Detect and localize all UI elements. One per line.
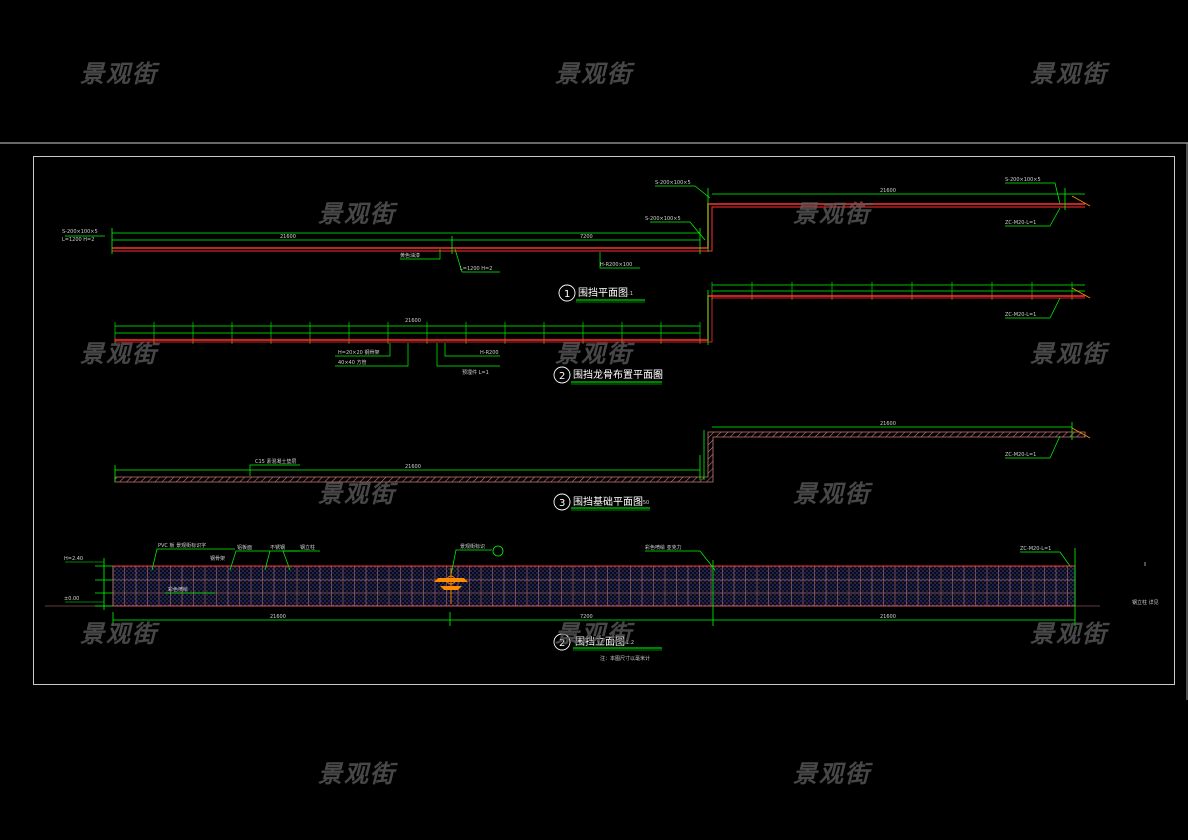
- svg-text:彩色喷绘: 彩色喷绘: [168, 586, 188, 593]
- svg-text:注：本图尺寸以毫米计: 注：本图尺寸以毫米计: [600, 655, 650, 662]
- svg-text:H-R200: H-R200: [480, 350, 499, 356]
- view-3-title: 3 围挡基础平面图 1:50: [553, 493, 650, 511]
- svg-text:ZC-M20-L=1: ZC-M20-L=1: [1005, 220, 1036, 226]
- svg-text:不锈钢: 不锈钢: [270, 544, 285, 551]
- svg-text:H=20×20 钢骨架: H=20×20 钢骨架: [338, 349, 379, 356]
- watermark: 景观街: [555, 340, 633, 368]
- svg-text:PVC 板 景观街标识字: PVC 板 景观街标识字: [158, 542, 206, 549]
- view-3-number-circle: [553, 493, 571, 511]
- svg-text:黄色油漆: 黄色油漆: [400, 252, 420, 259]
- svg-text:ZC-M20-L=1: ZC-M20-L=1: [1020, 546, 1051, 552]
- view-3-foundation-plan: C15 素混凝土垫层 21600 21600 ZC-M20-L=1: [114, 421, 1091, 483]
- svg-text:H-R200×100: H-R200×100: [600, 262, 632, 268]
- view-2-dimension-ticks: [114, 282, 1073, 344]
- svg-text:21600: 21600: [405, 464, 421, 470]
- svg-text:C15 素混凝土垫层: C15 素混凝土垫层: [255, 458, 296, 465]
- svg-text:L=1200 H=2: L=1200 H=2: [460, 266, 492, 272]
- svg-text:40×40 方管: 40×40 方管: [338, 359, 367, 366]
- view-2-title: 2 围挡龙骨布置平面图 1:10: [553, 366, 663, 385]
- watermark: 景观街: [1030, 340, 1108, 368]
- svg-text:21600: 21600: [270, 614, 286, 620]
- svg-text:7200: 7200: [580, 614, 593, 620]
- drawing-frame: [33, 156, 1175, 685]
- watermark: 景观街: [318, 480, 396, 508]
- view-4-scale: 1:2: [626, 640, 634, 646]
- center-symbol: [434, 568, 468, 604]
- view-1-title-text: 围挡平面图: [578, 286, 628, 299]
- svg-text:ZC-M20-L=1: ZC-M20-L=1: [1005, 312, 1036, 318]
- watermark: 景观街: [80, 620, 158, 648]
- view-4-elevation: PVC 板 景观街标识字 铝板面 不锈钢 钢立柱 钢骨架 景观街标识 彩色喷绘 …: [45, 542, 1159, 662]
- svg-text:钢骨架: 钢骨架: [210, 555, 225, 562]
- svg-text:±0.00: ±0.00: [64, 596, 79, 602]
- view-4-title-text: 围挡立面图: [575, 635, 625, 648]
- view-2-scale: 1:10: [650, 373, 661, 379]
- view-4-number-circle: [553, 633, 571, 651]
- svg-text:景观街标识: 景观街标识: [460, 543, 485, 550]
- svg-text:21600: 21600: [880, 614, 896, 620]
- view-3-title-text: 围挡基础平面图: [573, 495, 643, 508]
- view-1-number-circle: [558, 284, 576, 302]
- watermark: 景观街: [793, 200, 871, 228]
- watermark: 景观街: [793, 760, 871, 788]
- view-1-title: 1 围挡平面图 1:1: [558, 284, 645, 303]
- svg-text:21600: 21600: [405, 318, 421, 324]
- watermark: 景观街: [80, 340, 158, 368]
- view-4-title: 2 围挡立面图 1:2: [553, 633, 662, 651]
- watermark: 景观街: [793, 480, 871, 508]
- svg-text:L=1200 H=2: L=1200 H=2: [62, 237, 94, 243]
- svg-text:预埋件 L=1: 预埋件 L=1: [462, 369, 489, 376]
- view-2-frame-plan: H=20×20 钢骨架 40×40 方管 H-R200 预埋件 L=1 ZC-M…: [115, 284, 1091, 376]
- view-1-scale: 1:1: [625, 291, 633, 297]
- svg-text:ZC-M20-L=1: ZC-M20-L=1: [1005, 452, 1036, 458]
- svg-text:7200: 7200: [580, 234, 593, 240]
- svg-text:21600: 21600: [880, 188, 896, 194]
- watermark: 景观街: [1030, 620, 1108, 648]
- svg-text:S-200×100×5: S-200×100×5: [645, 216, 681, 222]
- svg-text:铝板面: 铝板面: [237, 544, 252, 551]
- watermark: 景观街: [318, 760, 396, 788]
- watermark: 景观街: [555, 60, 633, 88]
- watermark: 景观街: [80, 60, 158, 88]
- svg-text:H=2.40: H=2.40: [64, 556, 83, 562]
- svg-text:钢立柱 详见: 钢立柱 详见: [1132, 599, 1159, 606]
- view-1-number: 1: [564, 289, 570, 300]
- svg-text:21600: 21600: [880, 421, 896, 427]
- svg-text:21600: 21600: [280, 234, 296, 240]
- svg-text:彩色喷绘 亚克力: 彩色喷绘 亚克力: [645, 544, 682, 551]
- watermark: 景观街: [555, 620, 633, 648]
- svg-text:钢立柱: 钢立柱: [300, 544, 315, 551]
- view-3-number: 3: [559, 498, 565, 509]
- view-2-number: 2: [559, 371, 565, 382]
- view-2-number-circle: [553, 366, 571, 384]
- watermark: 景观街: [1030, 60, 1108, 88]
- svg-text:S-200×100×5: S-200×100×5: [655, 180, 691, 186]
- svg-text:S-200×100×5: S-200×100×5: [62, 229, 98, 235]
- svg-text:S-200×100×5: S-200×100×5: [1005, 177, 1041, 183]
- view-3-scale: 1:50: [638, 500, 649, 506]
- view-4-number: 2: [559, 638, 565, 649]
- watermark: 景观街: [318, 200, 396, 228]
- view-2-title-text: 围挡龙骨布置平面图: [573, 368, 663, 381]
- view-1-plan: S-200×100×5 L=1200 H=2 黄色油漆 L=1200 H=2 H…: [62, 177, 1091, 273]
